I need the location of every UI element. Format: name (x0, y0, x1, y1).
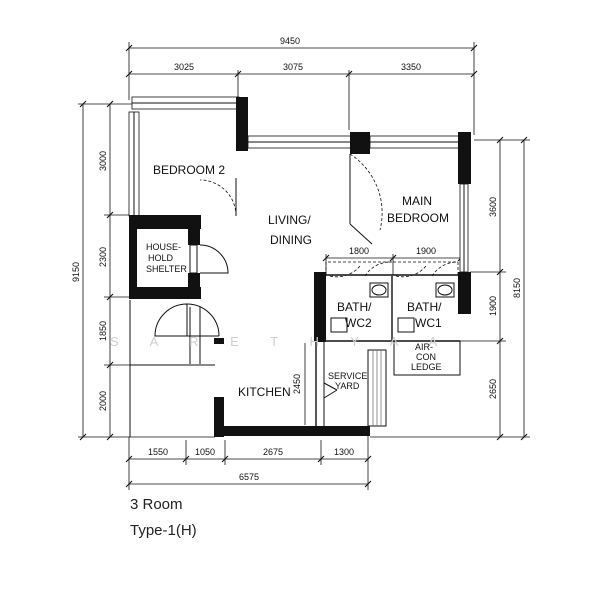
unit-type-subtitle: Type-1(H) (130, 522, 197, 539)
dim-top-2: 3075 (283, 62, 303, 72)
dim-left-1: 3000 (98, 151, 108, 171)
walls (128, 96, 471, 437)
watermark: S A R E T H Y A A (110, 334, 451, 349)
label-aircon-line-2: CON (416, 352, 436, 362)
dim-right-3: 2650 (488, 379, 498, 399)
label-living-line-2: DINING (270, 233, 312, 247)
label-service-yard-line-2: YARD (335, 381, 360, 391)
dim-bath-1-width: 1900 (416, 246, 436, 256)
dim-right-2: 1900 (488, 296, 498, 316)
dim-overall-width: 9450 (280, 36, 300, 46)
dim-right-1: 3600 (488, 197, 498, 217)
room-labels: BEDROOM 2 LIVING/ DINING MAIN BEDROOM HO… (146, 163, 449, 399)
label-bath-2-line-2: WC2 (345, 316, 372, 330)
dim-left-2: 2300 (98, 247, 108, 267)
label-bath-1-line-1: BATH/ (407, 300, 442, 314)
dim-left-3: 1850 (98, 321, 108, 341)
dim-bottom-2: 1050 (195, 447, 215, 457)
dim-left-overall: 9150 (71, 262, 81, 282)
label-bath-1-line-2: WC1 (415, 316, 442, 330)
dim-left-4: 2000 (98, 391, 108, 411)
label-aircon-line-3: LEDGE (411, 362, 442, 372)
dimension-labels: 9450 3025 3075 3350 9150 3000 2300 1850 … (71, 36, 522, 482)
label-living-line-1: LIVING/ (268, 213, 311, 227)
dim-bottom-3: 2675 (263, 447, 283, 457)
dim-bottom-1: 1550 (148, 447, 168, 457)
label-kitchen: KITCHEN (238, 385, 291, 399)
label-shelter-line-1: HOUSE- (146, 242, 181, 252)
label-bedroom-2: BEDROOM 2 (153, 163, 225, 177)
label-shelter-line-2: HOLD (148, 253, 174, 263)
label-service-yard-line-1: SERVICE (328, 371, 367, 381)
label-shelter-line-3: SHELTER (146, 264, 187, 274)
dim-bottom-overall: 6575 (239, 472, 259, 482)
label-aircon-line-1: AIR- (415, 342, 433, 352)
unit-type-title: 3 Room (130, 496, 183, 513)
label-main-bedroom-line-2: BEDROOM (387, 211, 449, 225)
dim-bottom-4: 1300 (334, 447, 354, 457)
dim-right-overall: 8150 (512, 278, 522, 298)
label-bath-2-line-1: BATH/ (337, 300, 372, 314)
dim-top-3: 3350 (401, 62, 421, 72)
dim-kitchen-height: 2450 (292, 374, 302, 394)
doors-and-fixtures (154, 153, 461, 427)
dim-bath-2-width: 1800 (349, 246, 369, 256)
dim-top-1: 3025 (174, 62, 194, 72)
label-main-bedroom-line-1: MAIN (402, 194, 432, 208)
